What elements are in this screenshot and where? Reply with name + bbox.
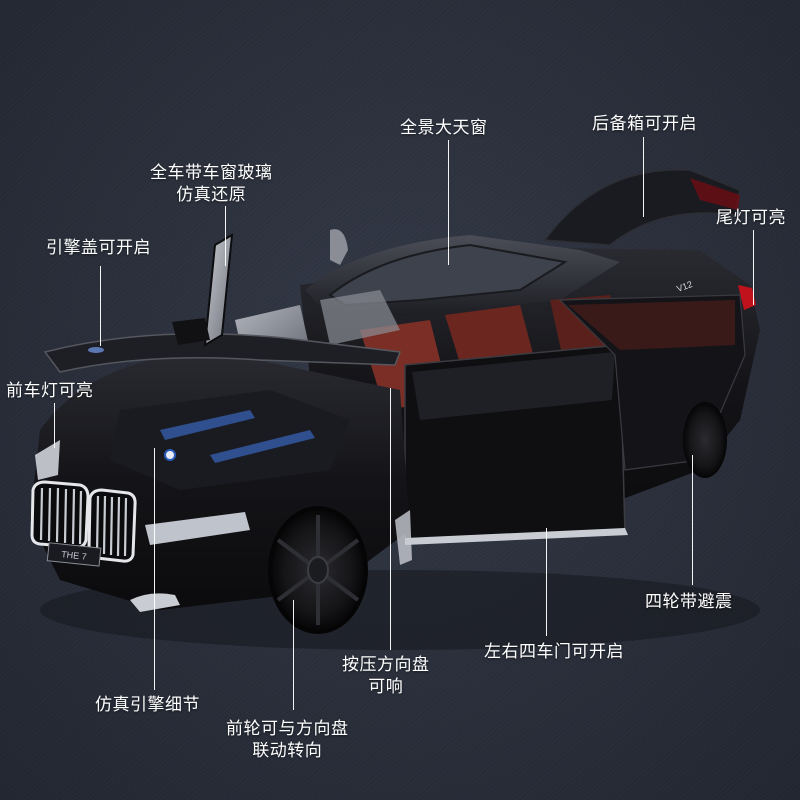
leader-suspension xyxy=(692,455,693,585)
callout-sunroof-text: 全景大天窗 xyxy=(400,118,488,138)
leader-sunroof xyxy=(448,140,449,265)
callout-glass: 全车带车窗玻璃 仿真还原 xyxy=(150,162,273,206)
callout-engine: 仿真引擎细节 xyxy=(95,694,200,716)
license-plate: THE 7 xyxy=(61,549,87,562)
callout-steering: 前轮可与方向盘 联动转向 xyxy=(226,718,349,762)
leader-horn xyxy=(390,388,391,650)
callout-horn-line2: 可响 xyxy=(368,677,404,697)
callout-taillight: 尾灯可亮 xyxy=(716,207,786,229)
leader-taillight xyxy=(753,230,754,305)
callout-suspension-text: 四轮带避震 xyxy=(645,592,733,612)
callout-trunk: 后备箱可开启 xyxy=(592,113,697,135)
callout-suspension: 四轮带避震 xyxy=(645,591,733,613)
leader-engine xyxy=(154,448,155,690)
leader-doors xyxy=(546,528,547,636)
callout-headlight: 前车灯可亮 xyxy=(6,380,94,402)
callout-engine-text: 仿真引擎细节 xyxy=(95,695,200,715)
leader-trunk xyxy=(643,137,644,217)
leader-headlight xyxy=(54,403,55,448)
leader-glass xyxy=(225,206,226,266)
callout-doors: 左右四车门可开启 xyxy=(484,641,624,663)
callout-glass-line2: 仿真还原 xyxy=(176,185,247,205)
callout-trunk-text: 后备箱可开启 xyxy=(592,114,697,134)
leader-hood xyxy=(100,266,101,346)
callout-sunroof: 全景大天窗 xyxy=(400,117,488,139)
callout-hood-text: 引擎盖可开启 xyxy=(46,238,151,258)
callout-hood: 引擎盖可开启 xyxy=(46,237,151,259)
callout-horn-line1: 按压方向盘 xyxy=(342,655,430,675)
callout-horn: 按压方向盘 可响 xyxy=(342,654,430,698)
callout-glass-line1: 全车带车窗玻璃 xyxy=(150,163,273,183)
callout-doors-text: 左右四车门可开启 xyxy=(484,642,624,662)
callout-taillight-text: 尾灯可亮 xyxy=(716,208,786,228)
callout-headlight-text: 前车灯可亮 xyxy=(6,381,94,401)
callout-steering-line2: 联动转向 xyxy=(252,741,323,761)
leader-steering xyxy=(293,600,294,710)
callout-steering-line1: 前轮可与方向盘 xyxy=(226,719,349,739)
